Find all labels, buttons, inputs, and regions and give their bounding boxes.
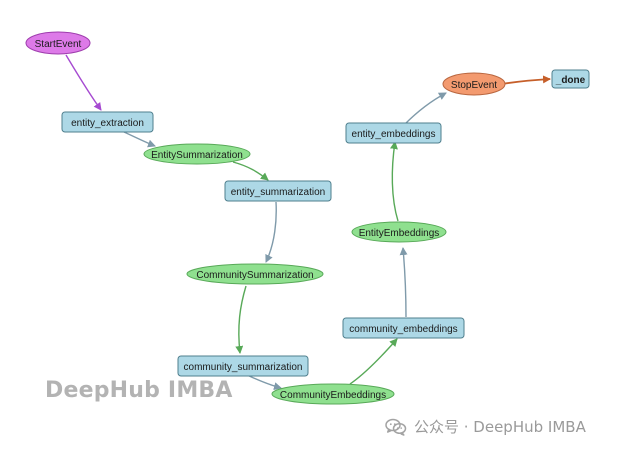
edge-stop-event-to-done xyxy=(501,75,551,85)
watermark-footer-text: 公众号 · DeepHub IMBA xyxy=(414,418,586,436)
community-embeddings-event-shape xyxy=(271,383,395,405)
edge-entity-extraction-to-entity-summarization-event xyxy=(123,131,156,148)
wechat-icon xyxy=(385,418,407,436)
node-community-embeddings: community_embeddings xyxy=(342,317,465,339)
nodes-group: StartEvent entity_extraction EntitySumma… xyxy=(25,31,590,405)
node-community-embeddings-event: CommunityEmbeddings xyxy=(271,383,395,405)
watermark-footer: 公众号 · DeepHub IMBA xyxy=(384,416,586,437)
node-community-summarization: community_summarization xyxy=(177,355,309,377)
node-entity-embeddings-event: EntityEmbeddings xyxy=(351,221,447,243)
done-shape xyxy=(551,69,590,89)
node-label: entity_extraction xyxy=(71,118,144,129)
node-start-event: StartEvent xyxy=(25,31,91,55)
edge-community-summarization-event-to-community-summarization xyxy=(235,285,247,354)
edge-entity-summarization-event-to-entity-summarization xyxy=(232,161,269,181)
community-summarization-event-shape xyxy=(186,263,324,285)
community-summarization-shape xyxy=(177,355,309,377)
edges-group xyxy=(65,54,551,391)
edge-entity-summarization-to-community-summarization-event xyxy=(265,201,277,263)
node-label: StartEvent xyxy=(35,39,82,50)
node-entity-summarization: entity_summarization xyxy=(224,180,332,202)
node-label: CommunitySummarization xyxy=(196,270,313,281)
node-label: entity_summarization xyxy=(231,187,325,198)
entity-summarization-shape xyxy=(224,180,332,202)
edge-community-embeddings-event-to-community-embeddings xyxy=(349,338,398,385)
node-entity-embeddings: entity_embeddings xyxy=(345,122,442,144)
edge-community-summarization-to-community-embeddings-event xyxy=(246,374,282,391)
node-community-summarization-event: CommunitySummarization xyxy=(186,263,324,285)
start-event-shape xyxy=(25,31,91,55)
edge-community-embeddings-to-entity-embeddings-event xyxy=(399,247,408,318)
edge-entity-embeddings-event-to-entity-embeddings xyxy=(390,141,399,222)
node-label: community_summarization xyxy=(184,362,303,373)
node-label: StopEvent xyxy=(451,80,497,91)
stop-event-shape xyxy=(442,72,506,96)
node-stop-event: StopEvent xyxy=(442,72,506,96)
node-label: CommunityEmbeddings xyxy=(280,390,386,401)
node-entity-extraction: entity_extraction xyxy=(61,111,154,133)
entity-embeddings-event-shape xyxy=(351,221,447,243)
entity-extraction-shape xyxy=(61,111,154,133)
node-label: EntityEmbeddings xyxy=(359,228,440,239)
node-label: _done xyxy=(555,75,586,86)
entity-embeddings-shape xyxy=(345,122,442,144)
edge-start-event-to-entity-extraction xyxy=(65,54,102,111)
node-label: community_embeddings xyxy=(349,324,457,335)
node-entity-summarization-event: EntitySummarization xyxy=(143,143,251,165)
edge-entity-embeddings-to-stop-event xyxy=(404,92,447,125)
entity-summarization-event-shape xyxy=(143,143,251,165)
node-done: _done xyxy=(551,69,590,89)
node-label: entity_embeddings xyxy=(352,129,436,140)
node-label: EntitySummarization xyxy=(151,150,243,161)
watermark-main: DeepHub IMBA xyxy=(45,378,233,403)
community-embeddings-shape xyxy=(342,317,465,339)
